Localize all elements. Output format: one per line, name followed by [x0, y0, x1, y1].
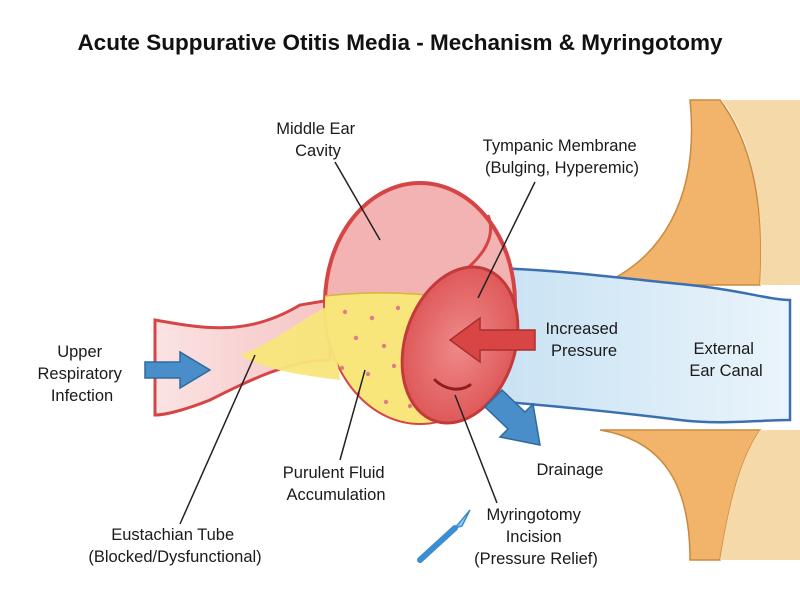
label-canal: External Ear Canal [689, 340, 762, 380]
infection-arrow [144, 350, 212, 390]
label-pressure: Increased Pressure [545, 320, 622, 360]
pus-dot [396, 428, 400, 432]
pus-dot [369, 421, 375, 423]
pus-dot [353, 335, 359, 341]
pus-dot [342, 417, 348, 423]
label-tympanic: Tympanic Membrane (Bulging, Hyperemic) [483, 137, 642, 177]
pus-dot [381, 343, 387, 349]
label-myringotomy: Myringotomy Incision (Pressure Relief) [474, 506, 598, 568]
page-title: Acute Suppurative Otitis Media - Mechani… [77, 30, 723, 55]
pus-dot [329, 395, 335, 401]
pus-dot [407, 403, 413, 409]
pus-dot [342, 309, 348, 315]
label-drainage: Drainage [537, 461, 604, 479]
drainage-arrow [483, 388, 541, 446]
external-ear-canal [483, 266, 792, 424]
leader-fluid [339, 369, 366, 461]
pus-dot [369, 315, 375, 321]
scalpel-icon [417, 509, 471, 563]
label-fluid: Purulent Fluid Accumulation [283, 464, 389, 504]
leader-eustachian [179, 354, 256, 525]
leader-myringotomy [454, 394, 498, 504]
label-upper-resp: Upper Respiratory Infection [38, 343, 127, 405]
pus-dot [365, 371, 371, 377]
pus-dot [391, 363, 397, 369]
fluid-in-tube [240, 305, 340, 380]
pus-dot [339, 365, 345, 371]
leader-tympanic [477, 181, 536, 299]
pressure-arrow [448, 316, 536, 364]
label-eustachian: Eustachian Tube (Blocked/Dysfunctional) [88, 526, 261, 566]
pus-dot [395, 305, 401, 311]
outer-ear-skin [599, 99, 800, 561]
leader-middle-ear [334, 161, 381, 241]
label-middle-ear: Middle Ear Cavity [276, 120, 359, 160]
pus-dot [383, 399, 389, 405]
